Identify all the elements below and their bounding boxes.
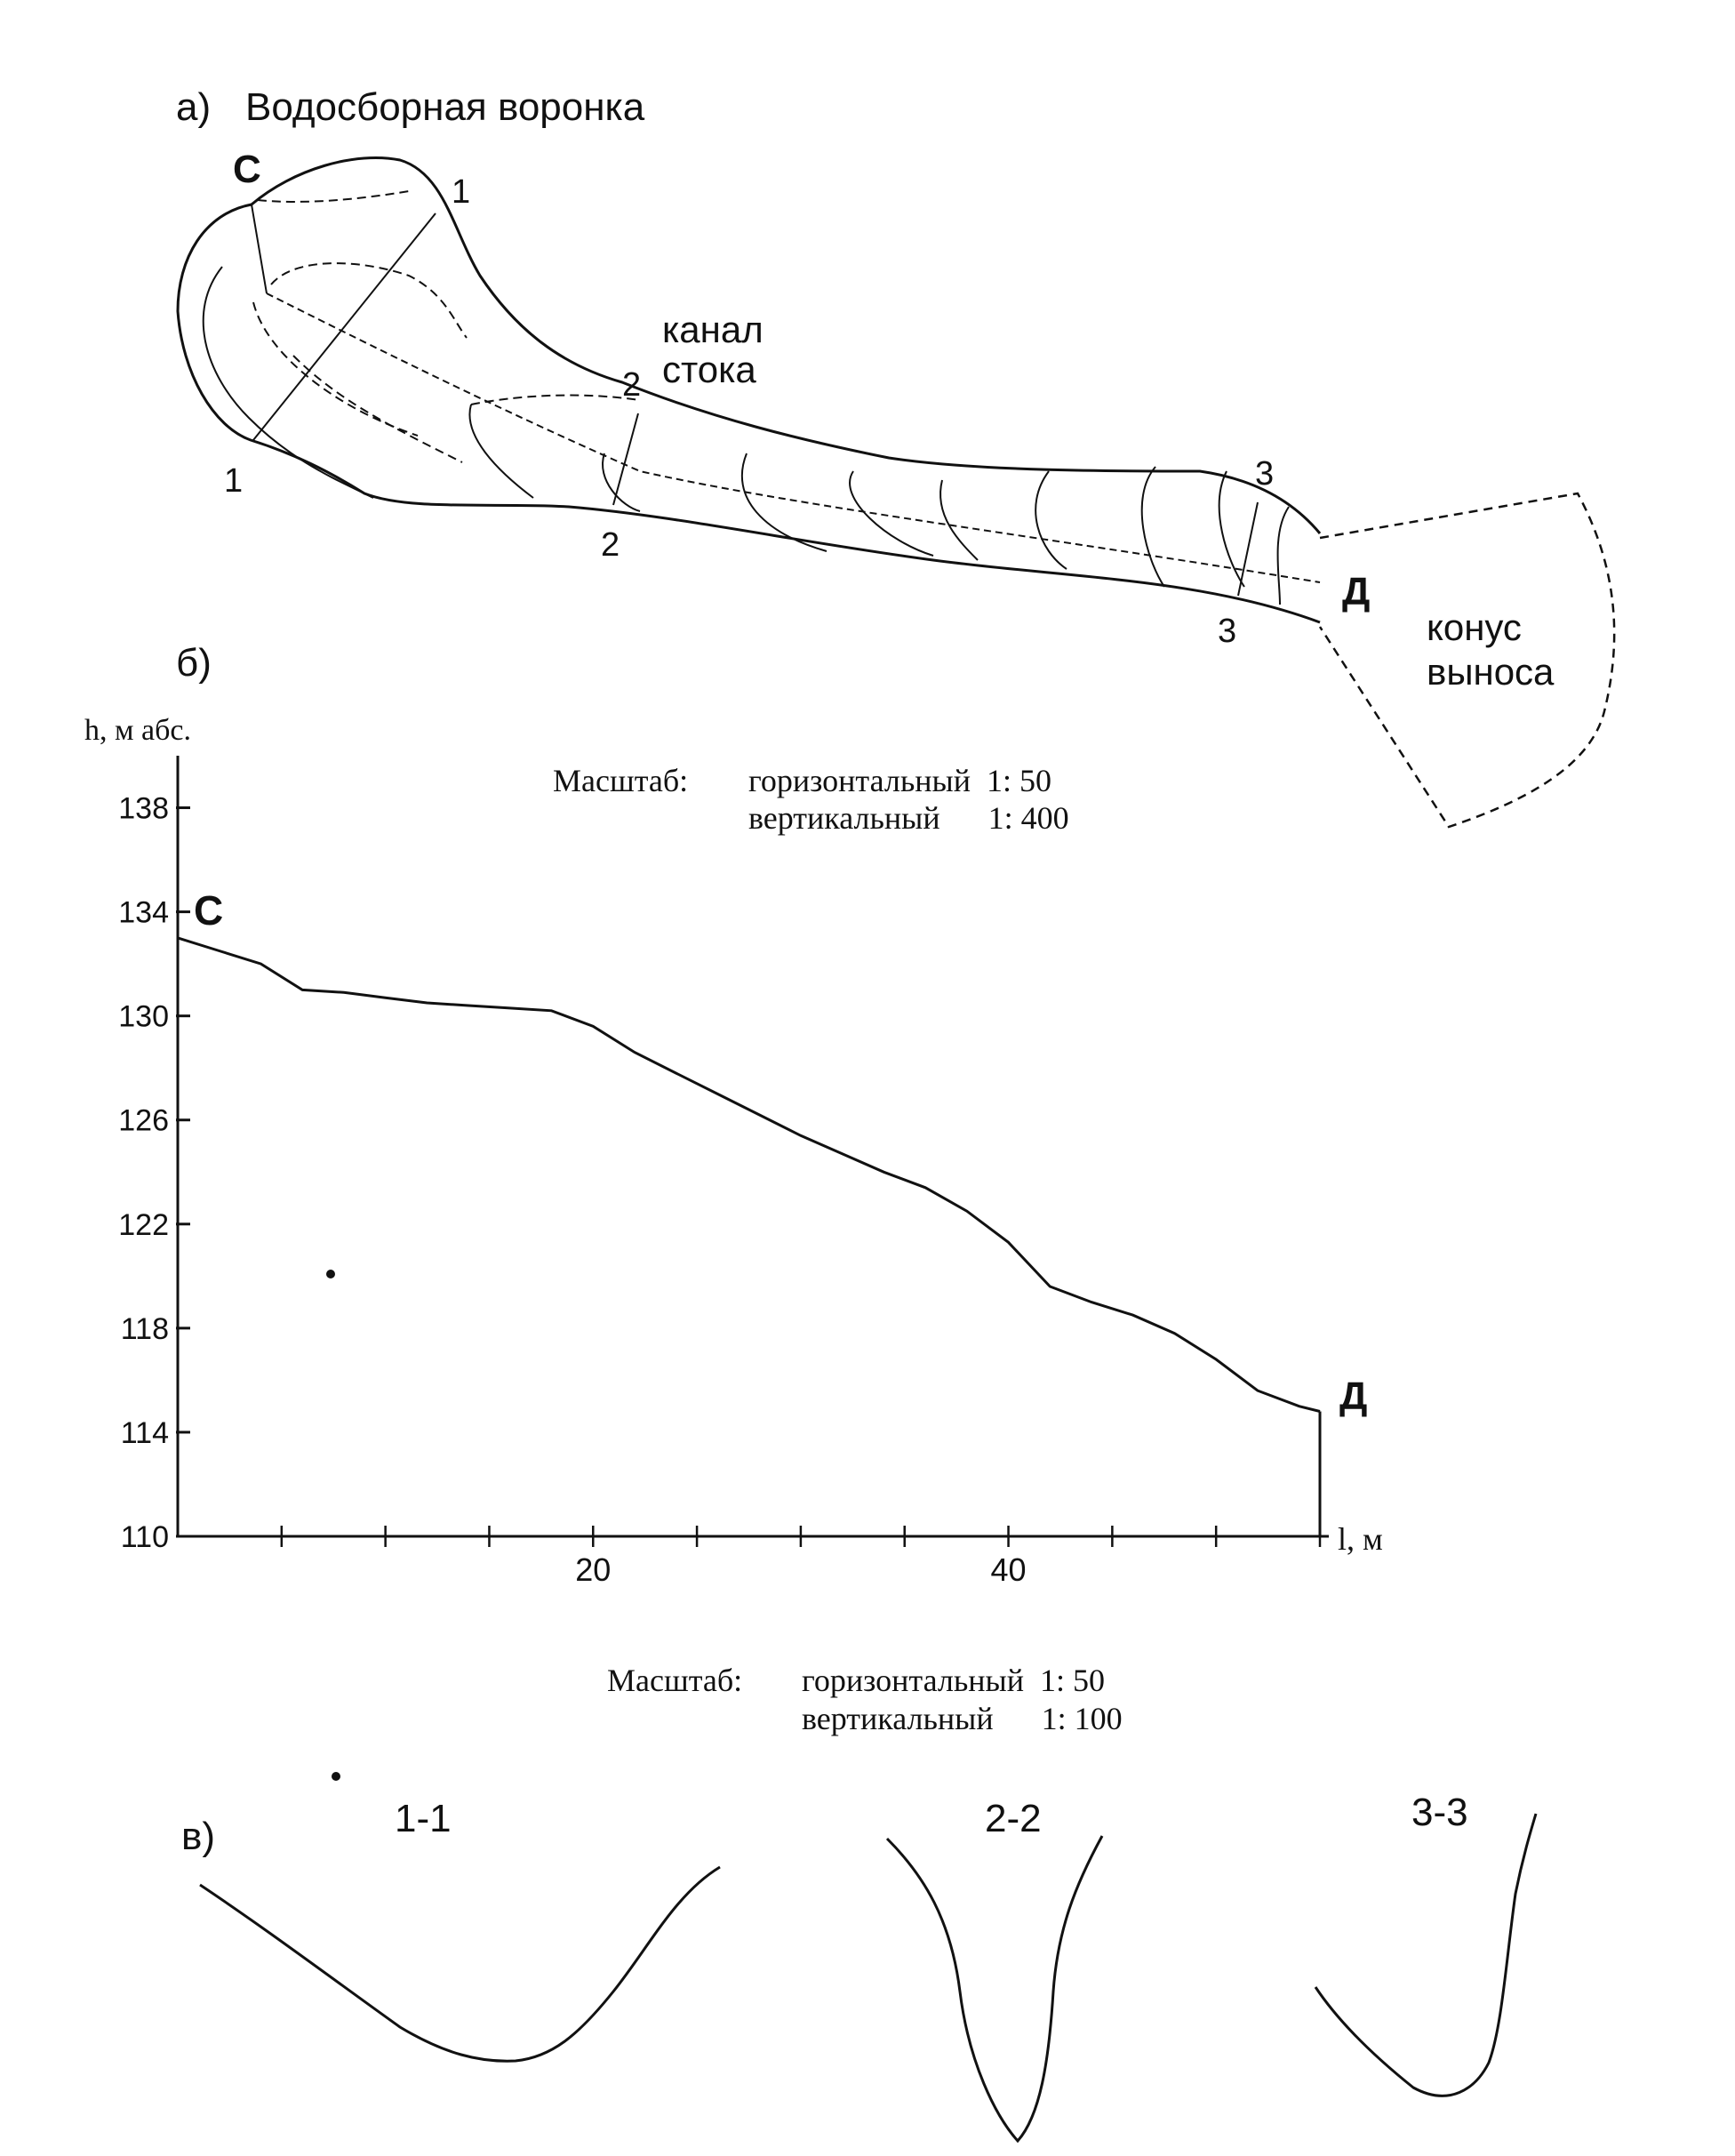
profile-line — [177, 936, 1321, 1413]
channel-contour-7 — [1035, 470, 1067, 570]
sections-scale-label: Масштаб: — [607, 1663, 742, 1698]
section-line-1 — [252, 212, 436, 441]
section-title-3-3: 3-3 — [1411, 1791, 1468, 1834]
channel-label-line2: стока — [662, 349, 756, 390]
point-d-plan: Д — [1342, 570, 1370, 613]
stray-dot — [326, 1270, 335, 1278]
catchment-outline-left — [176, 203, 1321, 624]
profile-y-axis-label: h, м абс. — [84, 714, 191, 747]
section-mark-1-bottom: 1 — [224, 462, 243, 500]
section-mark-2-bottom: 2 — [601, 526, 620, 564]
x-tick-label: 40 — [991, 1551, 1027, 1588]
section-mark-2-top: 2 — [622, 366, 641, 404]
sections-scale-vertical: вертикальный 1: 100 — [802, 1701, 1123, 1736]
point-c-profile: С — [194, 887, 223, 934]
funnel-contour-3 — [252, 301, 419, 437]
profile-scale-vertical: вертикальный 1: 400 — [748, 800, 1069, 836]
section-line-2 — [612, 413, 639, 506]
section-mark-3-bottom: 3 — [1218, 613, 1236, 650]
part-a-label: а) — [176, 85, 211, 129]
channel-contour-8 — [1140, 466, 1165, 588]
y-tick-label: 110 — [121, 1520, 169, 1554]
part-b-label: б) — [176, 641, 212, 685]
funnel-contour-5 — [292, 355, 463, 463]
section-line-3 — [1237, 501, 1259, 597]
sections-scale-horizontal: горизонтальный 1: 50 — [802, 1663, 1105, 1698]
y-tick-label: 138 — [118, 792, 169, 826]
channel-contour-1 — [468, 404, 534, 499]
cross-section-3-3 — [1314, 1813, 1538, 2097]
section-title-1-1: 1-1 — [395, 1797, 452, 1840]
profile-y-ticks: 110 114 118 122 126 130 134 138 — [118, 792, 190, 1554]
section-title-2-2: 2-2 — [985, 1797, 1042, 1840]
channel-contour-10 — [1276, 506, 1290, 605]
section-mark-1-top: 1 — [452, 173, 470, 211]
y-tick-label: 122 — [118, 1208, 169, 1242]
funnel-contour-4 — [202, 266, 374, 499]
plan-view: а) Водосборная воронка С Д — [176, 85, 1616, 829]
catchment-outline — [251, 156, 1322, 534]
channel-contour-3 — [602, 453, 641, 512]
profile-x-axis-label: l, м — [1338, 1521, 1383, 1557]
cross-section-2-2 — [885, 1835, 1104, 2144]
fan-label-line1: конус — [1427, 606, 1522, 648]
y-tick-label: 118 — [121, 1312, 169, 1346]
c-branch — [251, 204, 268, 294]
x-tick-label: 20 — [575, 1551, 611, 1588]
alluvial-fan-outline — [1318, 492, 1616, 829]
profile-scale-label: Масштаб: — [553, 763, 688, 798]
cross-section-1-1 — [199, 1865, 721, 2063]
part-c-label: в) — [181, 1815, 215, 1858]
channel-contour-5 — [849, 470, 934, 557]
channel-contour-2 — [470, 394, 641, 405]
y-tick-label: 126 — [118, 1104, 169, 1138]
point-d-profile: Д — [1339, 1375, 1367, 1418]
channel-contour-4 — [741, 453, 828, 552]
y-tick-label: 134 — [118, 896, 169, 930]
fan-label-line2: выноса — [1427, 651, 1555, 693]
point-c-plan: С — [233, 148, 261, 191]
profile-scale-horizontal: горизонтальный 1: 50 — [748, 763, 1051, 798]
channel-contour-6 — [939, 479, 979, 561]
y-tick-label: 114 — [121, 1416, 169, 1450]
cross-sections: Масштаб: горизонтальный 1: 50 вертикальн… — [181, 1663, 1538, 2144]
longitudinal-profile: б) h, м абс. Масштаб: горизонтальный 1: … — [84, 641, 1383, 1588]
y-tick-label: 130 — [118, 1000, 169, 1034]
funnel-contour-2 — [270, 262, 468, 339]
funnel-contour-1 — [257, 190, 410, 203]
stray-dot-2 — [332, 1772, 340, 1781]
section-mark-3-top: 3 — [1255, 455, 1274, 493]
channel-label-line1: канал — [662, 309, 764, 350]
part-a-title: Водосборная воронка — [245, 85, 645, 129]
channel-contour-9 — [1218, 470, 1245, 588]
